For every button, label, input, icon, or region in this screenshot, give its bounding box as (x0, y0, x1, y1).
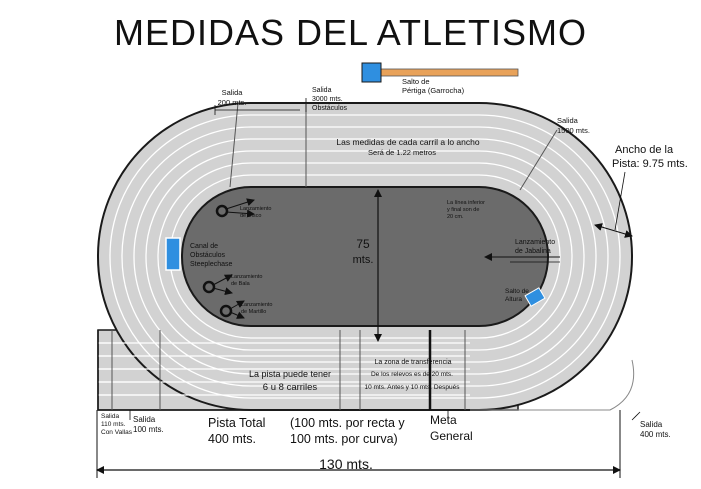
svg-text:400 mts.: 400 mts. (208, 432, 256, 446)
label-meta: Meta General (430, 413, 473, 443)
label-recta-curva: (100 mts. por recta y 100 mts. por curva… (290, 416, 405, 446)
label-zona: La zona de transferencia De los relevos … (364, 359, 460, 391)
svg-text:de Jabalina: de Jabalina (515, 248, 551, 255)
label-salida-1500: Salida 1500 mts. (557, 116, 590, 135)
high-jump-pit (524, 287, 546, 307)
svg-text:Steeplechase: Steeplechase (190, 261, 233, 268)
label-pista-puede: La pista puede tener (249, 369, 331, 379)
label-salto-altura: Salto de Altura (505, 288, 529, 303)
start-pointers (129, 98, 641, 421)
svg-text:Salida: Salida (312, 87, 332, 94)
svg-text:Salto de: Salto de (402, 77, 430, 86)
svg-text:200 mts.: 200 mts. (218, 98, 247, 107)
svg-text:75: 75 (356, 237, 370, 251)
pole-vault-pit (361, 62, 382, 83)
svg-text:10 mts. Antes y 10 mts. Despué: 10 mts. Antes y 10 mts. Después (364, 384, 460, 391)
svg-text:Altura: Altura (505, 296, 522, 303)
label-lanz-bala: Lanzamiento de Bala (231, 274, 263, 287)
svg-text:Lanzamiento: Lanzamiento (231, 274, 263, 280)
pole-vault-runway (379, 68, 519, 77)
svg-text:Salida: Salida (640, 420, 663, 429)
label-salida-200: Salida 200 mts. (218, 88, 247, 107)
svg-text:Lanzamiento: Lanzamiento (515, 239, 555, 246)
svg-text:Lanzamiento: Lanzamiento (240, 206, 272, 212)
svg-text:Salida: Salida (222, 88, 244, 97)
svg-text:Obstáculos: Obstáculos (190, 252, 226, 259)
svg-text:3000 mts.: 3000 mts. (312, 96, 343, 103)
svg-text:Meta: Meta (430, 413, 457, 427)
start-lines (111, 102, 558, 410)
svg-text:Pértiga (Garrocha): Pértiga (Garrocha) (402, 86, 465, 95)
page-title: MEDIDAS DEL ATLETISMO (113, 12, 588, 53)
label-linea-inferior: La línea inferior y final son de 20 cm. (447, 200, 485, 220)
throw-sector-lines (212, 198, 255, 319)
label-lanz-jabalina: Lanzamiento de Jabalina (515, 239, 555, 255)
label-lanz-disco: Lanzamiento de Disco (240, 206, 272, 219)
label-salto-pertiga: Salto de Pértiga (Garrocha) (402, 77, 465, 95)
label-salida-3000: Salida 3000 mts. Obstáculos (312, 87, 348, 112)
svg-text:de Bala: de Bala (231, 281, 251, 287)
svg-text:Salida: Salida (133, 415, 156, 424)
svg-text:Pista Total: Pista Total (208, 416, 265, 430)
label-ancho-pista: Ancho de la Pista: 9.75 mts. (612, 144, 688, 170)
label-carriles: 6 u 8 carriles (263, 382, 318, 393)
svg-text:1500 mts.: 1500 mts. (557, 126, 590, 135)
svg-text:Salida: Salida (557, 116, 579, 125)
svg-text:Ancho de la: Ancho de la (615, 144, 674, 156)
svg-text:La línea inferior: La línea inferior (447, 200, 485, 206)
label-medida-130: 130 mts. (319, 456, 373, 472)
svg-text:400 mts.: 400 mts. (640, 430, 671, 439)
svg-text:mts.: mts. (353, 254, 374, 266)
svg-text:110 mts.: 110 mts. (101, 421, 126, 428)
lane-lines (109, 114, 621, 399)
label-salida-400: Salida 400 mts. (640, 420, 671, 439)
track-width-leader (614, 171, 626, 231)
svg-text:(100 mts. por recta y: (100 mts. por recta y (290, 416, 405, 430)
label-medidas-carril: Las medidas de cada carril a lo ancho (336, 137, 479, 147)
svg-text:Obstáculos: Obstáculos (312, 105, 348, 112)
svg-text:De los relevos es de 20 mts.: De los relevos es de 20 mts. (371, 371, 453, 378)
label-canal: Canal de Obstáculos Steeplechase (190, 243, 233, 268)
svg-text:General: General (430, 429, 473, 443)
label-sera: Será de 1.22 metros (368, 148, 436, 157)
dimension-track-width (594, 223, 633, 238)
label-salida-100: Salida 100 mts. (133, 415, 164, 434)
svg-text:y final son de: y final son de (447, 207, 479, 213)
svg-text:La zona de transferencia: La zona de transferencia (374, 359, 451, 366)
svg-text:de Martillo: de Martillo (241, 309, 266, 315)
svg-text:Pista: 9.75 mts.: Pista: 9.75 mts. (612, 158, 688, 170)
label-lanz-martillo: Lanzamiento de Martillo (241, 302, 273, 315)
svg-text:20 cm.: 20 cm. (447, 214, 464, 220)
label-salida-110: Salida 110 mts. Con Vallas (101, 413, 133, 436)
throwing-circles (202, 204, 233, 318)
lane-extension-right (470, 359, 635, 411)
svg-text:de Disco: de Disco (240, 213, 261, 219)
label-pista-total: Pista Total 400 mts. (208, 416, 265, 446)
svg-text:Lanzamiento: Lanzamiento (241, 302, 273, 308)
svg-text:100 mts.: 100 mts. (133, 425, 164, 434)
svg-text:100 mts. por curva): 100 mts. por curva) (290, 432, 398, 446)
label-medida-75: 75 mts. (353, 237, 374, 266)
svg-text:Con Vallas: Con Vallas (101, 429, 133, 436)
svg-text:Canal de: Canal de (190, 243, 218, 250)
steeplechase-pit (165, 237, 181, 271)
svg-text:Salida: Salida (101, 413, 119, 420)
svg-text:Salto de: Salto de (505, 288, 529, 295)
